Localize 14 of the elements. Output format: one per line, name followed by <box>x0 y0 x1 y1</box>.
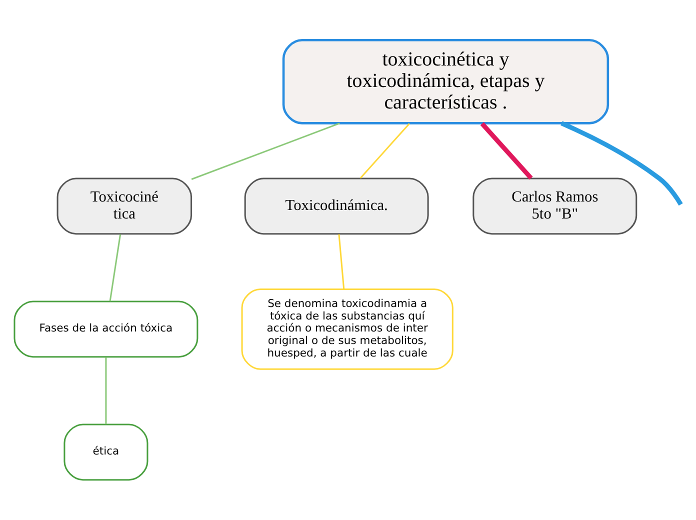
node-box: Toxicociné tica <box>56 178 192 235</box>
node-box: Toxicodinámica. <box>244 178 429 235</box>
connector <box>109 234 122 302</box>
connector <box>480 122 533 180</box>
node-box: Carlos Ramos 5to "B" <box>472 178 638 235</box>
connector <box>560 121 683 206</box>
connector <box>360 123 410 179</box>
node-box: toxicocinética y toxicodinámica, etapas y características . <box>282 39 610 124</box>
node-box: ética <box>64 424 148 481</box>
node-box: Fases de la acción tóxica <box>14 300 198 358</box>
connector <box>191 122 340 180</box>
node-box: Se denomina toxicodinamia a tóxica de las substancias quí acción o mecanismos de inter original o de sus metabolitos, huesped, a partir de las cuale <box>241 288 454 370</box>
connector <box>338 234 345 289</box>
connector <box>105 357 107 424</box>
